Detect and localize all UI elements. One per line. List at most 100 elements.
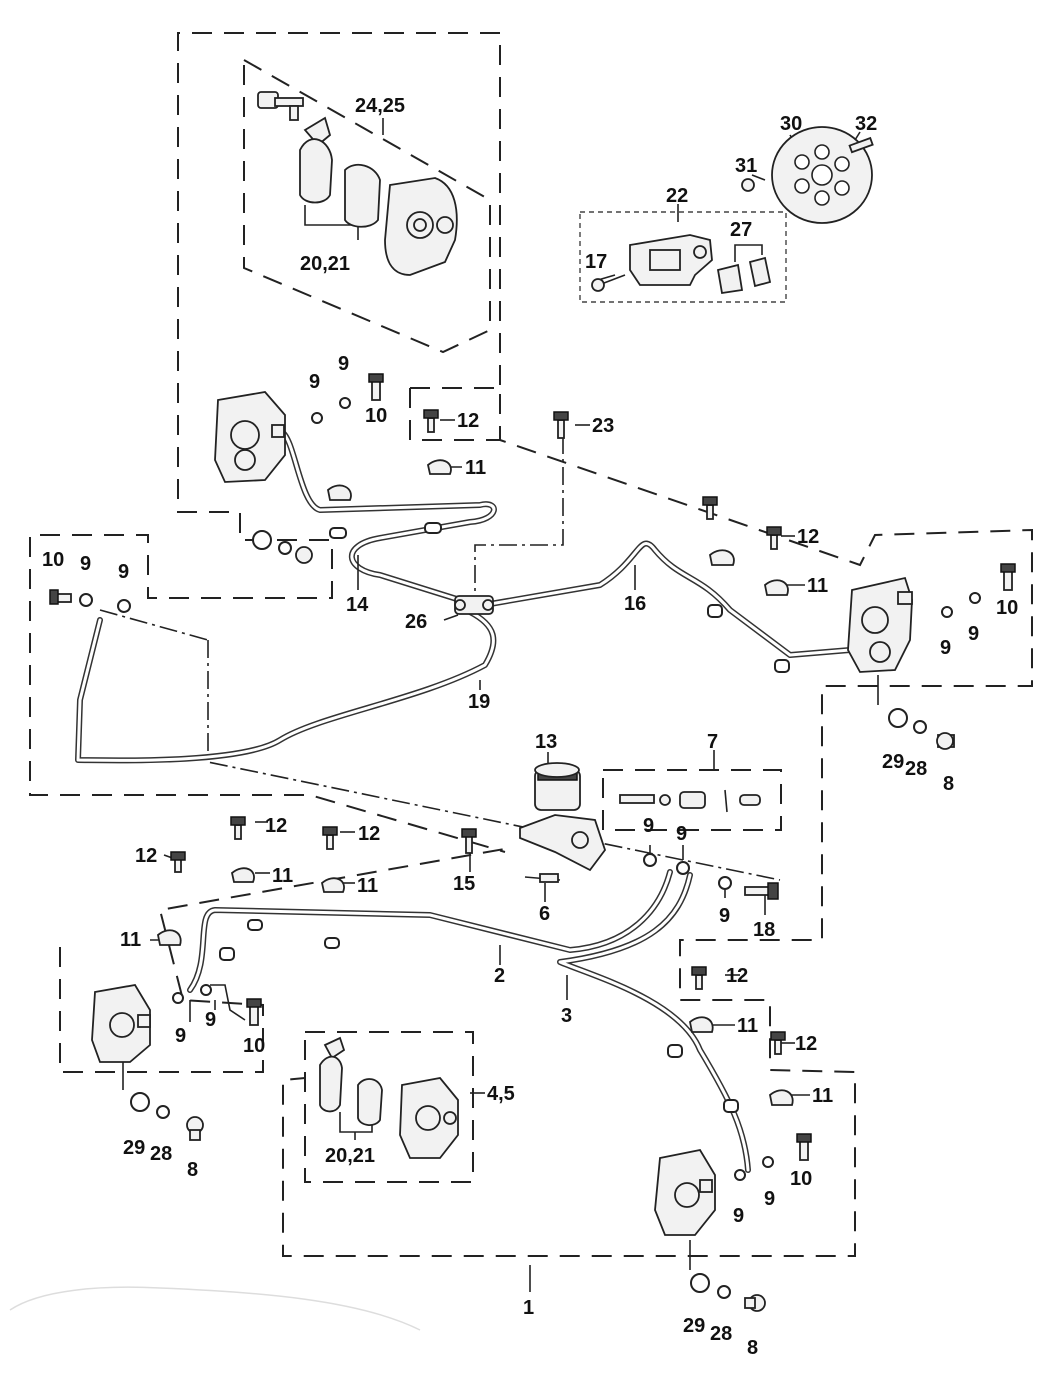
washer-29-b xyxy=(130,1092,150,1112)
washer-9-e xyxy=(79,593,93,607)
callout-28-c: 28 xyxy=(710,1323,732,1345)
callout-15: 15 xyxy=(453,873,475,895)
washer-29-a xyxy=(888,708,908,728)
callout-18: 18 xyxy=(753,919,775,941)
callout-10-c: 10 xyxy=(42,549,64,571)
brake-pad-d xyxy=(357,1078,383,1126)
callout-12-c: 12 xyxy=(265,815,287,837)
outline-front-right-caliper-group xyxy=(282,387,1033,1257)
washer-28-c xyxy=(717,1285,731,1299)
callout-12-f: 12 xyxy=(726,965,748,987)
rear-left-caliper xyxy=(91,984,151,1063)
bolt-15 xyxy=(461,828,477,854)
caliper-pin xyxy=(257,91,304,121)
callout-29-b: 29 xyxy=(123,1137,145,1159)
clip-11-b xyxy=(327,484,352,501)
bolt-12-c xyxy=(230,816,246,840)
callout-1: 1 xyxy=(523,1297,534,1319)
washer-28-a xyxy=(913,720,927,734)
callout-32: 32 xyxy=(855,113,877,135)
callout-29-a: 29 xyxy=(882,751,904,773)
bolt-12-mid xyxy=(702,496,718,520)
callout-10-d: 10 xyxy=(243,1035,265,1057)
callout-labels: 24,25 20,21 30 32 31 22 27 17 9 9 10 12 … xyxy=(42,95,1018,1359)
washer-9-d xyxy=(969,592,981,604)
callout-9-h: 9 xyxy=(676,823,687,845)
front-right-caliper xyxy=(847,576,913,673)
outline-pads-kit-bottom xyxy=(304,1031,474,1183)
callout-10-b: 10 xyxy=(996,597,1018,619)
callout-2: 2 xyxy=(494,965,505,987)
washer-9-a xyxy=(311,412,323,424)
clip-11-a xyxy=(427,459,452,475)
callout-31: 31 xyxy=(735,155,757,177)
callout-9-e: 9 xyxy=(80,553,91,575)
callout-6: 6 xyxy=(539,903,550,925)
chain-line-23 xyxy=(474,436,564,600)
callout-10-e: 10 xyxy=(790,1168,812,1190)
callout-24-25: 24,25 xyxy=(355,95,405,117)
callout-9-a: 9 xyxy=(309,371,320,393)
callout-27: 27 xyxy=(730,219,752,241)
scan-edge-artifact xyxy=(9,1286,421,1331)
bolt-12-a xyxy=(423,409,439,433)
bolt-8-c xyxy=(744,1294,766,1312)
bolt-10-d xyxy=(246,998,262,1026)
washer-9-m xyxy=(762,1156,774,1168)
bolt-top-stack xyxy=(295,546,313,564)
washer-9-c xyxy=(941,606,953,618)
clip-11-d xyxy=(764,579,789,596)
callout-9-f: 9 xyxy=(118,561,129,583)
callout-11-f: 11 xyxy=(737,1015,758,1037)
callout-12-d: 12 xyxy=(358,823,380,845)
caliper-kit-top xyxy=(257,91,458,276)
callout-29-c: 29 xyxy=(683,1315,705,1337)
callout-9-l: 9 xyxy=(733,1205,744,1227)
callout-16: 16 xyxy=(624,593,646,615)
bolt-18 xyxy=(744,882,779,900)
washer-9-g xyxy=(643,853,657,867)
callout-9-c: 9 xyxy=(940,637,951,659)
clip-11-f xyxy=(321,877,345,893)
bolt-12-e xyxy=(170,851,186,873)
hose-14 xyxy=(279,429,497,603)
callout-30: 30 xyxy=(780,113,802,135)
callout-11-g: 11 xyxy=(812,1085,833,1107)
washer-9-b xyxy=(339,397,351,409)
washer-9-f xyxy=(117,599,131,613)
callout-12-b: 12 xyxy=(797,526,819,548)
banjo-6 xyxy=(524,873,561,883)
clip-11-e xyxy=(231,867,255,883)
rear-caliper-assembly xyxy=(591,234,772,295)
callout-13: 13 xyxy=(535,731,557,753)
bolt-10-left xyxy=(49,589,72,605)
rear-right-caliper xyxy=(654,1148,716,1236)
hardware-bolts xyxy=(49,373,1016,1312)
callout-11-c: 11 xyxy=(272,865,293,887)
outline-kit-7 xyxy=(602,769,782,831)
callout-12-a: 12 xyxy=(457,410,479,432)
washer-9-h xyxy=(676,861,690,875)
callout-26: 26 xyxy=(405,611,427,633)
hardware-clips xyxy=(157,459,794,1113)
hardware-washers xyxy=(79,397,981,1299)
bolt-8-a xyxy=(936,732,955,750)
nut-31 xyxy=(741,178,755,192)
callout-9-i: 9 xyxy=(719,905,730,927)
callout-9-j: 9 xyxy=(175,1025,186,1047)
bolt-12-f xyxy=(691,966,707,990)
kit-7-parts xyxy=(619,789,761,813)
callout-20-21-top: 20,21 xyxy=(300,253,350,275)
bolt-12-d xyxy=(322,826,338,850)
bolt-8-b xyxy=(186,1116,204,1141)
callout-28-b: 28 xyxy=(150,1143,172,1165)
washer-29-top xyxy=(252,530,272,550)
bolt-10-e xyxy=(796,1133,812,1161)
chain-line-master xyxy=(207,640,781,881)
leader-lines xyxy=(122,118,879,1292)
washer-28-b xyxy=(156,1105,170,1119)
callout-8-c: 8 xyxy=(747,1337,758,1359)
group-outlines xyxy=(29,32,1033,1257)
rear-pad-a xyxy=(716,263,744,295)
